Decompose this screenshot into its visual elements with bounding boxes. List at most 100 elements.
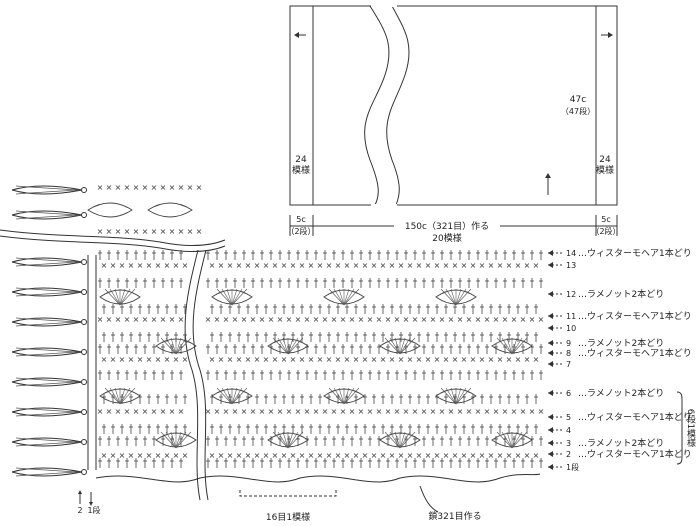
fan-spoke: [384, 337, 401, 355]
sc-stitch: ×: [488, 451, 495, 460]
fan-spoke: [506, 431, 513, 449]
fan-spoke: [338, 288, 345, 306]
fan-spoke: [119, 288, 136, 306]
sc-stitch: ×: [272, 261, 279, 270]
detail-sc: ×: [151, 183, 158, 192]
row-arrow: [548, 390, 553, 396]
sc-stitch: ×: [128, 261, 135, 270]
tassel-strand: [15, 321, 79, 327]
sc-stitch: ×: [110, 451, 117, 460]
height-label: 47c: [570, 95, 586, 105]
sc-stitch: ×: [497, 355, 504, 364]
tassel-loop: [11, 377, 83, 387]
fan-spoke: [175, 431, 192, 449]
fan-spoke: [501, 431, 513, 449]
detail-sc: ×: [160, 227, 167, 236]
sc-stitch: ×: [376, 315, 383, 324]
sc-stitch: ×: [164, 451, 171, 460]
sc-stitch: ×: [290, 261, 297, 270]
repeat-bracket: [676, 391, 683, 465]
fan-spoke: [343, 387, 360, 405]
sc-stitch: ×: [151, 407, 158, 416]
fan-spoke: [287, 337, 294, 355]
sc-stitch: ×: [290, 451, 297, 460]
row-yarn-label: …ウィスターモヘア1本どり: [578, 247, 692, 259]
sc-stitch: ×: [416, 451, 423, 460]
sc-stitch: ×: [106, 407, 113, 416]
fan-spoke: [501, 337, 513, 355]
tassel-strand: [15, 257, 79, 263]
fan-spoke: [440, 387, 457, 405]
sc-stitch: ×: [142, 315, 149, 324]
row-arrow: [548, 440, 553, 446]
sc-stitch: ×: [232, 315, 239, 324]
tassel-strand: [15, 287, 79, 293]
sc-stitch: ×: [304, 407, 311, 416]
fan-spoke: [109, 288, 121, 306]
fan-spoke: [511, 431, 528, 449]
tassel-strand: [15, 471, 79, 477]
sc-stitch: ×: [394, 407, 401, 416]
fan-spoke: [496, 337, 513, 355]
right-width: 5c: [601, 215, 611, 224]
sc-stitch: ×: [538, 315, 545, 324]
fan-spoke: [455, 387, 467, 405]
sc-stitch: ×: [241, 407, 248, 416]
sc-stitch: ×: [538, 407, 545, 416]
sc-stitch: ×: [389, 451, 396, 460]
sc-stitch: ×: [407, 261, 414, 270]
sc-stitch: ×: [281, 261, 288, 270]
sc-stitch: ×: [169, 407, 176, 416]
sc-stitch: ×: [227, 355, 234, 364]
sc-stitch: ×: [371, 355, 378, 364]
detail-sc: ×: [133, 227, 140, 236]
sc-stitch: ×: [277, 407, 284, 416]
sc-stitch: ×: [218, 451, 225, 460]
sc-stitch: ×: [110, 261, 117, 270]
fan-spoke: [394, 431, 401, 449]
fan-spoke: [511, 431, 518, 449]
scarf-schematic: 24 模様 24 模様 47c （47段） 5c （2段） 5c （2段） 15…: [286, 4, 621, 244]
sc-stitch: ×: [250, 315, 257, 324]
sc-stitch: ×: [389, 261, 396, 270]
row-arrow: [548, 427, 553, 433]
fan-spoke: [165, 337, 177, 355]
sc-stitch: ×: [385, 315, 392, 324]
sc-stitch: ×: [362, 451, 369, 460]
sc-stitch: ×: [295, 315, 302, 324]
row-number: 11: [566, 312, 576, 321]
sc-stitch: ×: [362, 261, 369, 270]
fan-spoke: [226, 387, 233, 405]
fan-spoke: [282, 431, 289, 449]
row-yarn-label: …ラメノット2本どり: [578, 437, 664, 449]
sc-stitch: ×: [308, 261, 315, 270]
fan-spoke: [389, 337, 401, 355]
left-pattern-unit: 模様: [292, 164, 310, 176]
tassel-loop: [11, 257, 83, 267]
fan-spoke: [287, 431, 294, 449]
fan-motifs: ××××××××××××××××××××××××: [87, 183, 533, 449]
sc-stitch: ×: [380, 451, 387, 460]
fan-spoke: [511, 337, 518, 355]
sc-stitch: ×: [326, 451, 333, 460]
sc-stitch: ×: [133, 407, 140, 416]
sc-stitch: ×: [511, 315, 518, 324]
sc-stitch: ×: [502, 407, 509, 416]
detail-sc: ×: [115, 227, 122, 236]
sc-stitch: ×: [443, 451, 450, 460]
fan-spoke: [216, 288, 233, 306]
sc-stitch: ×: [299, 261, 306, 270]
sc-stitch: ×: [497, 451, 504, 460]
row-number: 10: [566, 324, 576, 333]
sc-stitch: ×: [110, 355, 117, 364]
sc-stitch: ×: [488, 355, 495, 364]
tassel-loop: [11, 317, 83, 327]
sc-stitch: ×: [173, 355, 180, 364]
sc-stitch: ×: [443, 355, 450, 364]
sc-stitch: ×: [497, 261, 504, 270]
sc-stitch: ×: [533, 261, 540, 270]
tassel-knot: [81, 187, 87, 193]
row-yarn-label: …ウィスターモヘア1本どり: [578, 448, 692, 460]
center-pattern: 20模様: [432, 232, 461, 244]
sc-stitch: ×: [461, 451, 468, 460]
